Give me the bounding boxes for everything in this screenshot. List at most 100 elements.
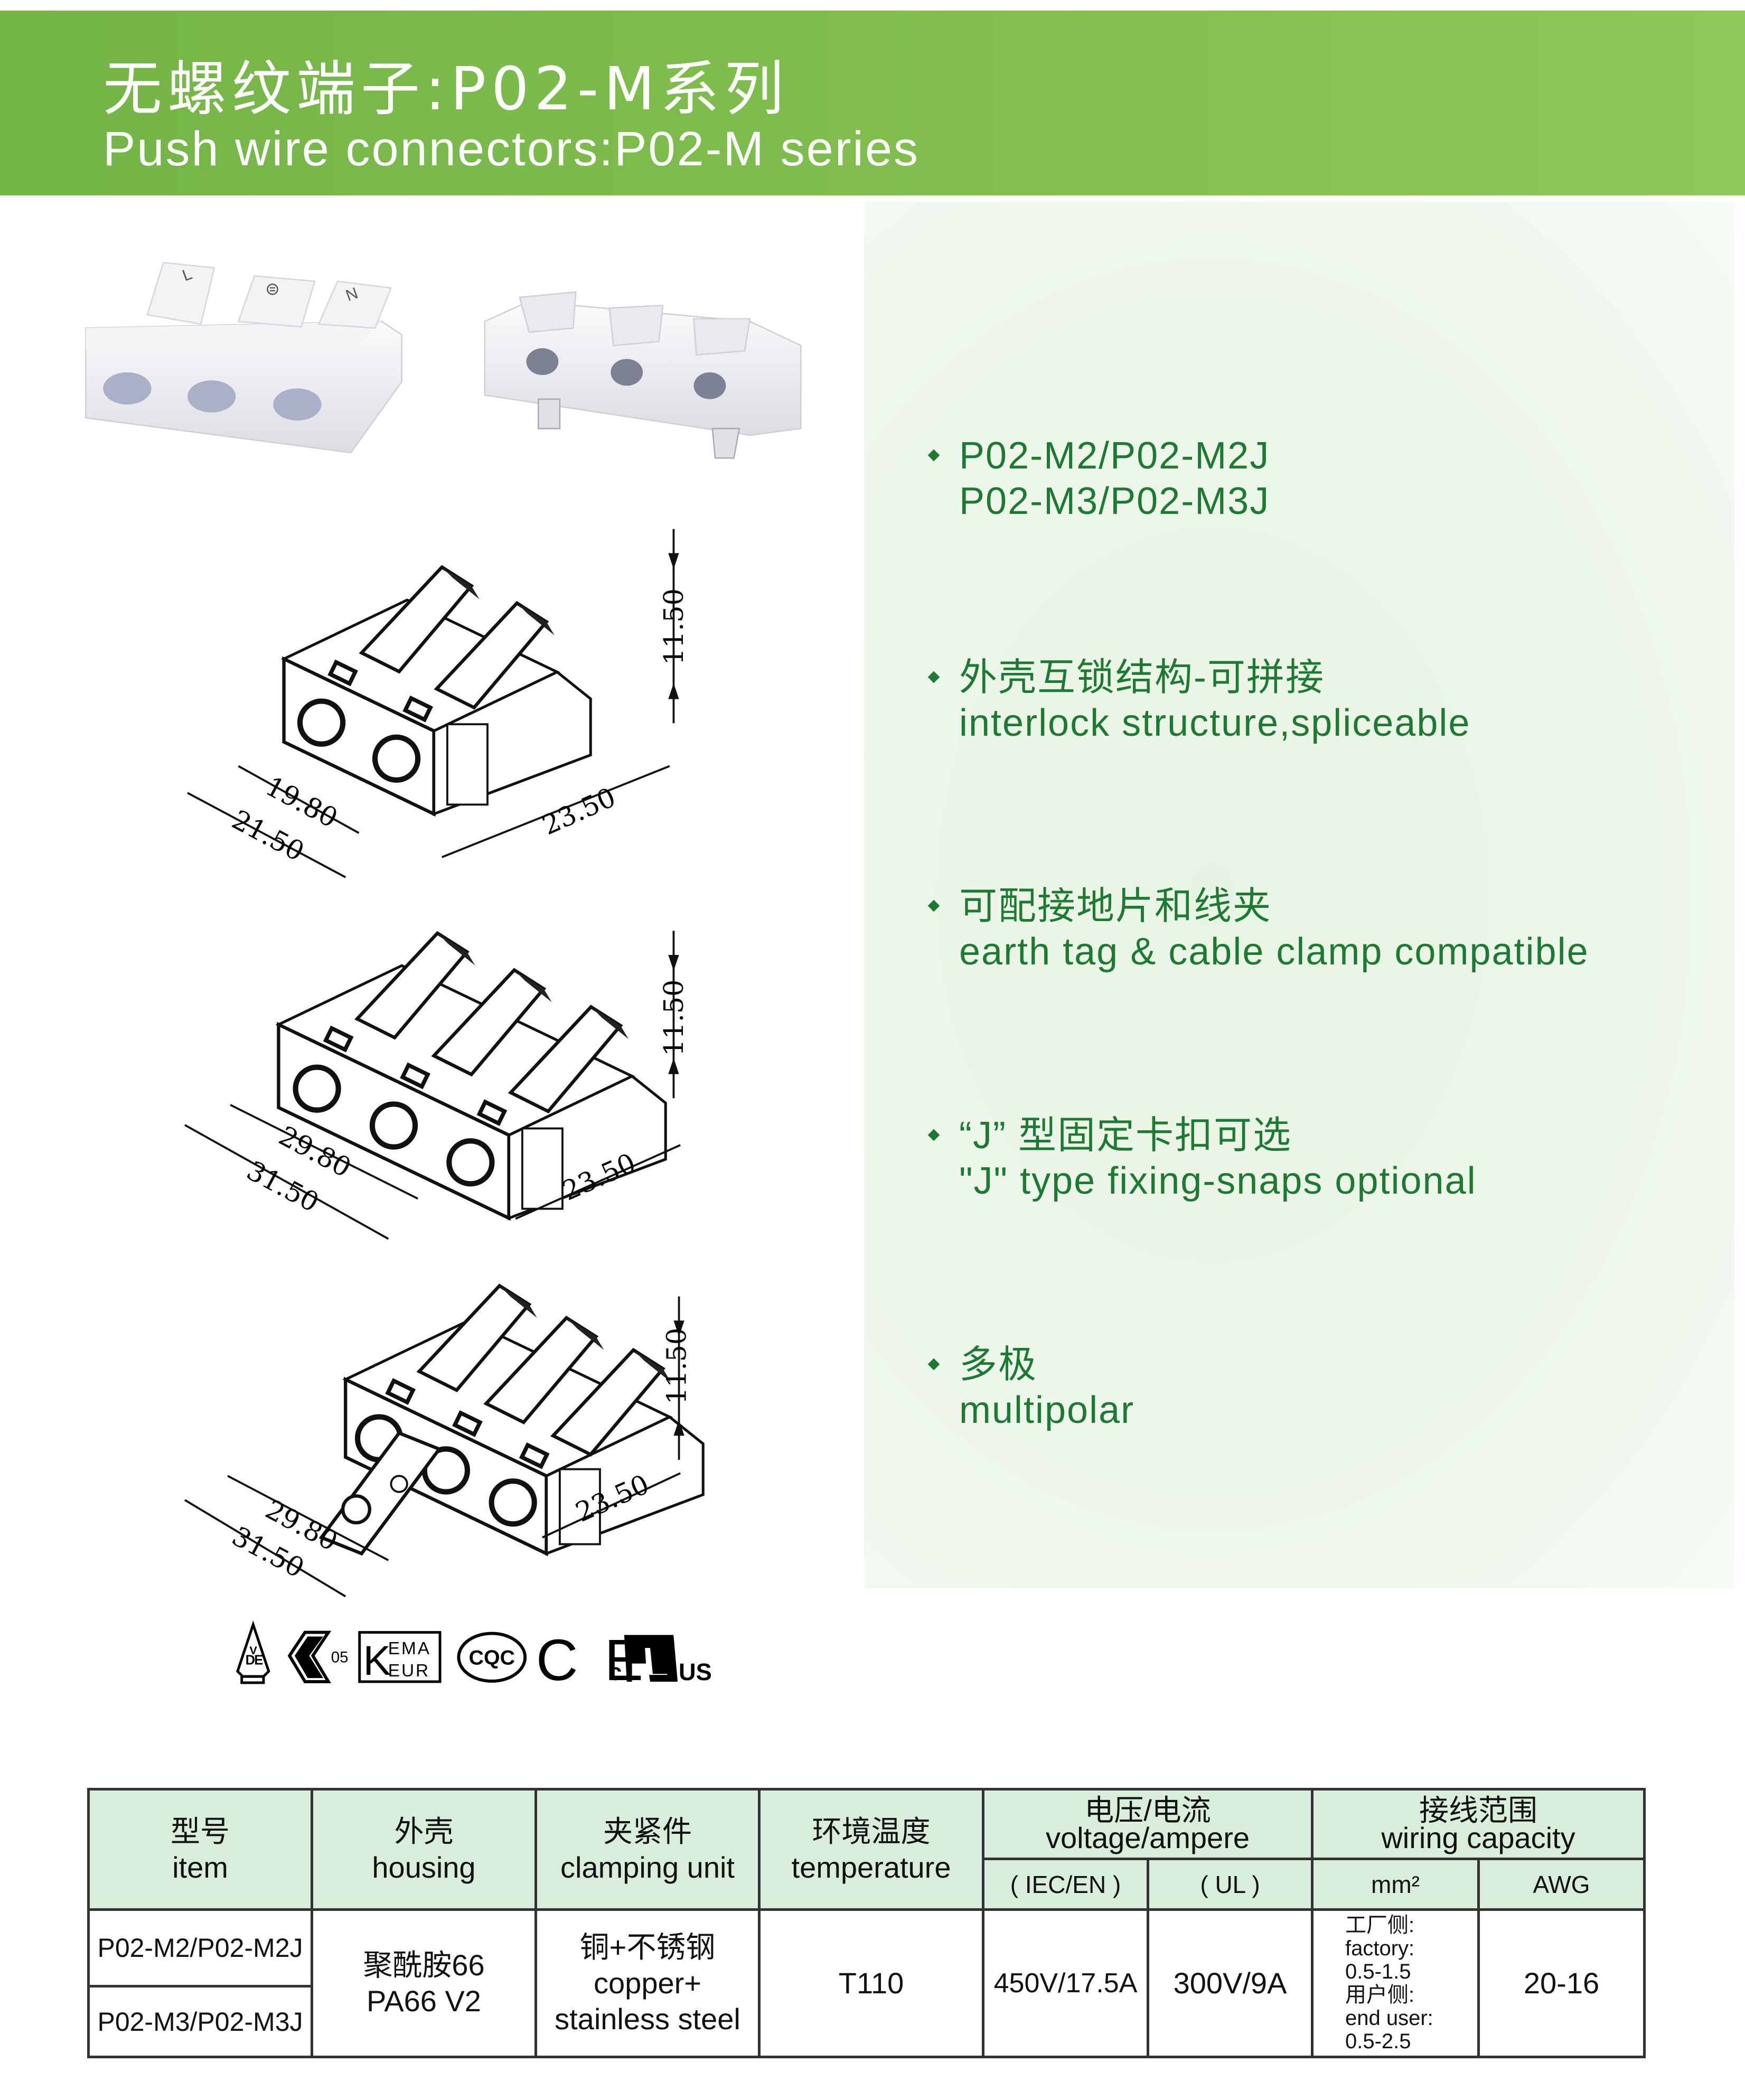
cqc-logo: CQC [457, 1632, 527, 1683]
dimension-arrow [668, 1058, 679, 1074]
feature-line: interlock structure,spliceable [959, 702, 1471, 744]
vde-logo: D V E [236, 1620, 270, 1684]
dimension-arrow [673, 1419, 684, 1436]
feature-line: 可配接地片和线夹 [959, 885, 1272, 927]
enec-05: 05 [331, 1649, 349, 1666]
header-cn: 外壳 [394, 1814, 454, 1848]
feature-line: 多极 [959, 1344, 1038, 1386]
release-slot [385, 1378, 416, 1405]
fixing-snap [559, 1468, 601, 1545]
header-cn: 电压/电流 [1084, 1793, 1211, 1827]
lever-tip [442, 567, 480, 599]
header-en: housing [372, 1850, 476, 1884]
title-chinese: 无螺纹端子:P02-M系列 [103, 55, 789, 124]
dimension-height: 11.50 [658, 980, 689, 1056]
factory-cn: 工厂侧: [1345, 1914, 1415, 1937]
release-slot [519, 1442, 550, 1469]
clamp-en: stainless steel [555, 2002, 740, 2036]
dimension-line-inner-width [227, 1475, 389, 1561]
release-slot [452, 1410, 483, 1437]
header-iec: ( IEC/EN ) [982, 1858, 1149, 1911]
header-cn: 夹紧件 [603, 1814, 692, 1848]
header-en: temperature [791, 1850, 951, 1884]
feature-line: P02-M3/P02-M3J [959, 480, 1270, 522]
product-photo-front: L ⊜ N [85, 261, 402, 454]
header-cn: 环境温度 [812, 1814, 931, 1848]
lever-tip [566, 1318, 604, 1350]
release-slot [402, 695, 434, 723]
header-en: wiring capacity [1381, 1821, 1575, 1854]
item-m3: P02-M3/P02-M3J [87, 1985, 313, 2058]
ul-logo: c US [608, 1635, 712, 1685]
feature-line: "J" type fixing-snaps optional [959, 1160, 1477, 1202]
kema-ema: EMA [388, 1639, 431, 1658]
awg-cell: 20-16 [1477, 1908, 1646, 2058]
clamp-en: copper+ [594, 1966, 701, 2000]
user-en: end user: [1345, 2007, 1433, 2030]
wire-entry-hole [293, 1064, 341, 1113]
cqc-text: CQC [469, 1646, 515, 1670]
user-cn: 用户侧: [1345, 1983, 1415, 2007]
housing-cn: 聚酰胺66 [363, 1948, 485, 1982]
vde-v: V [249, 1644, 257, 1657]
iec-cell: 450V/17.5A [982, 1908, 1149, 2058]
dimension-line-outer-width [184, 1124, 389, 1240]
header-en: voltage/ampere [1045, 1821, 1250, 1854]
dimension-line-outer-width [187, 792, 346, 878]
housing-en: PA66 V2 [367, 1984, 481, 2018]
wire-entry-hole [297, 698, 346, 747]
wire-entry-hole [369, 1101, 418, 1150]
certification-logos: D V E 05 K EMA EUR CQC C E c US [236, 1620, 712, 1685]
factory-en: factory: [1345, 1937, 1415, 1960]
release-slot [327, 659, 359, 687]
dimension-arrow [668, 683, 679, 699]
lever-tip [633, 1349, 671, 1382]
photo-label-earth: ⊜ [265, 279, 280, 298]
header-awg: AWG [1477, 1858, 1646, 1911]
feature-line: “J” 型固定卡扣可选 [959, 1114, 1292, 1157]
kema-logo: K EMA EUR [358, 1631, 442, 1684]
push-lever [434, 601, 549, 710]
vde-d: D [246, 1653, 255, 1668]
fixing-snap [521, 1127, 564, 1210]
kema-k: K [363, 1637, 391, 1684]
lever-tip [437, 933, 475, 965]
fixing-snap [446, 723, 489, 806]
lever-tip [591, 1007, 629, 1039]
wire-entry-hole [372, 734, 421, 783]
ul-c: c [608, 1658, 622, 1685]
dimension-line-depth [442, 765, 670, 858]
header-banner: 无螺纹端子:P02-M系列 Push wire connectors:P02-M… [0, 11, 1745, 195]
wire-entry-hole [489, 1478, 537, 1527]
factory-value: 0.5-1.5 [1345, 1960, 1411, 1983]
header-cn: 接线范围 [1419, 1793, 1537, 1827]
dimension-line-inner-width [238, 765, 360, 834]
dimension-line-outer-width [184, 1499, 346, 1598]
dimension-line-depth [515, 1144, 681, 1220]
features-panel [864, 202, 1734, 1588]
feature-line: earth tag & cable clamp compatible [959, 931, 1589, 973]
enec-logo: 05 [287, 1630, 349, 1683]
feature-j-type: “J” 型固定卡扣可选"J" type fixing-snaps optiona… [927, 1113, 1477, 1204]
user-value: 0.5-2.5 [1345, 2030, 1411, 2053]
wire-entry-hole [446, 1138, 495, 1187]
earth-symbol-icon [390, 1475, 408, 1493]
header-en: item [172, 1850, 228, 1884]
header-ul: ( UL ) [1147, 1858, 1314, 1911]
